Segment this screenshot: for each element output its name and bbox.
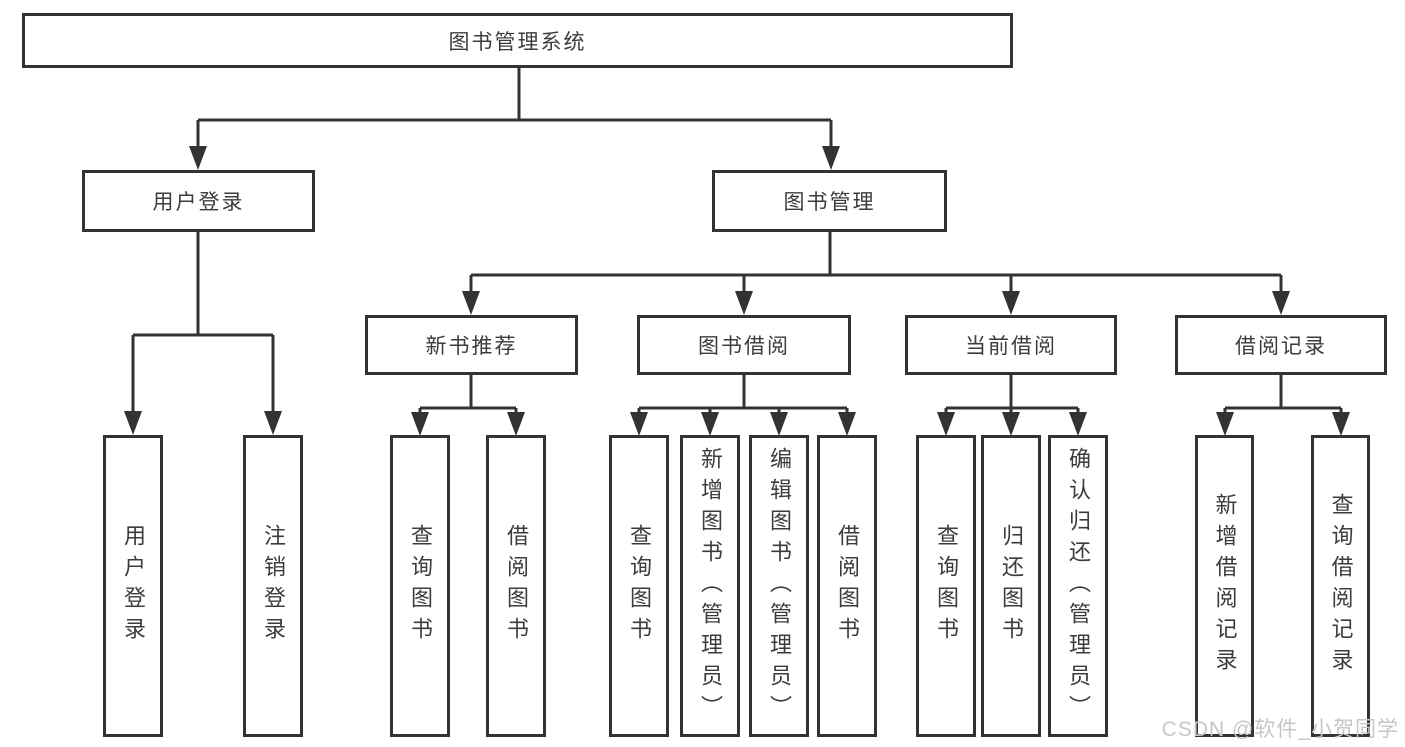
node-borrow-records-label: 借阅记录 xyxy=(1235,335,1327,358)
leaf-bb-query-books: 查询图书 xyxy=(609,435,669,737)
leaf-br-query-record: 查询借阅记录 xyxy=(1311,435,1370,737)
connector-bookmgmt-to-branches xyxy=(462,232,1290,315)
leaf-bb-borrow-books-label: 借阅图书 xyxy=(835,524,860,648)
leaf-nbr-query-books-label: 查询图书 xyxy=(408,524,433,648)
node-root: 图书管理系统 xyxy=(22,13,1013,68)
leaf-br-add-record: 新增借阅记录 xyxy=(1195,435,1254,737)
connector-currentborrow-to-leaves xyxy=(937,375,1087,436)
node-book-borrow: 图书借阅 xyxy=(637,315,851,375)
leaf-cb-return-books-label: 归还图书 xyxy=(999,524,1024,648)
leaf-cb-confirm-return-admin: 确认归还（管理员） xyxy=(1048,435,1108,737)
node-user-login-branch-label: 用户登录 xyxy=(152,191,245,214)
csdn-watermark: CSDN @软件_小贺同学 xyxy=(1161,718,1399,741)
leaf-nbr-query-books: 查询图书 xyxy=(390,435,450,737)
leaf-cb-confirm-return-admin-label: 确认归还（管理员） xyxy=(1066,446,1091,726)
leaf-logout: 注销登录 xyxy=(243,435,303,737)
arrowheads xyxy=(462,291,1290,315)
leaf-nbr-borrow-books: 借阅图书 xyxy=(486,435,546,737)
node-borrow-records: 借阅记录 xyxy=(1175,315,1387,375)
leaf-br-query-record-label: 查询借阅记录 xyxy=(1328,493,1354,679)
leaf-bb-query-books-label: 查询图书 xyxy=(627,524,652,648)
leaf-user-login-label: 用户登录 xyxy=(121,524,146,648)
arrowheads xyxy=(411,412,525,436)
leaf-cb-return-books: 归还图书 xyxy=(981,435,1041,737)
leaf-bb-add-books-admin: 新增图书（管理员） xyxy=(680,435,740,737)
leaf-bb-borrow-books: 借阅图书 xyxy=(817,435,877,737)
leaf-br-add-record-label: 新增借阅记录 xyxy=(1212,493,1238,679)
node-book-mgmt-branch-label: 图书管理 xyxy=(783,191,876,214)
connector-borrowrecords-to-leaves xyxy=(1216,375,1350,436)
connector-userlogin-to-leaves xyxy=(124,232,282,435)
leaf-user-login: 用户登录 xyxy=(103,435,163,737)
node-new-book-rec-label: 新书推荐 xyxy=(425,335,518,358)
connector-root-to-level2 xyxy=(189,68,840,170)
arrowheads xyxy=(630,412,856,436)
leaf-cb-query-books: 查询图书 xyxy=(916,435,976,737)
leaf-bb-add-books-admin-label: 新增图书（管理员） xyxy=(698,446,723,726)
node-current-borrow: 当前借阅 xyxy=(905,315,1117,375)
node-user-login-branch: 用户登录 xyxy=(82,170,315,232)
connector-newbookrec-to-leaves xyxy=(411,375,525,436)
arrowheads xyxy=(937,412,1087,436)
node-root-label: 图书管理系统 xyxy=(448,30,587,54)
leaf-logout-label: 注销登录 xyxy=(261,524,286,648)
connector-bookborrow-to-leaves xyxy=(630,375,856,436)
arrowheads xyxy=(124,411,282,435)
arrowheads xyxy=(189,146,840,170)
node-book-mgmt-branch: 图书管理 xyxy=(712,170,947,232)
node-current-borrow-label: 当前借阅 xyxy=(965,335,1057,358)
leaf-bb-edit-books-admin: 编辑图书（管理员） xyxy=(749,435,809,737)
node-book-borrow-label: 图书借阅 xyxy=(698,335,790,358)
node-new-book-rec: 新书推荐 xyxy=(365,315,578,375)
leaf-nbr-borrow-books-label: 借阅图书 xyxy=(504,524,529,648)
leaf-cb-query-books-label: 查询图书 xyxy=(934,524,959,648)
arrowheads xyxy=(1216,412,1350,436)
leaf-bb-edit-books-admin-label: 编辑图书（管理员） xyxy=(767,446,792,726)
